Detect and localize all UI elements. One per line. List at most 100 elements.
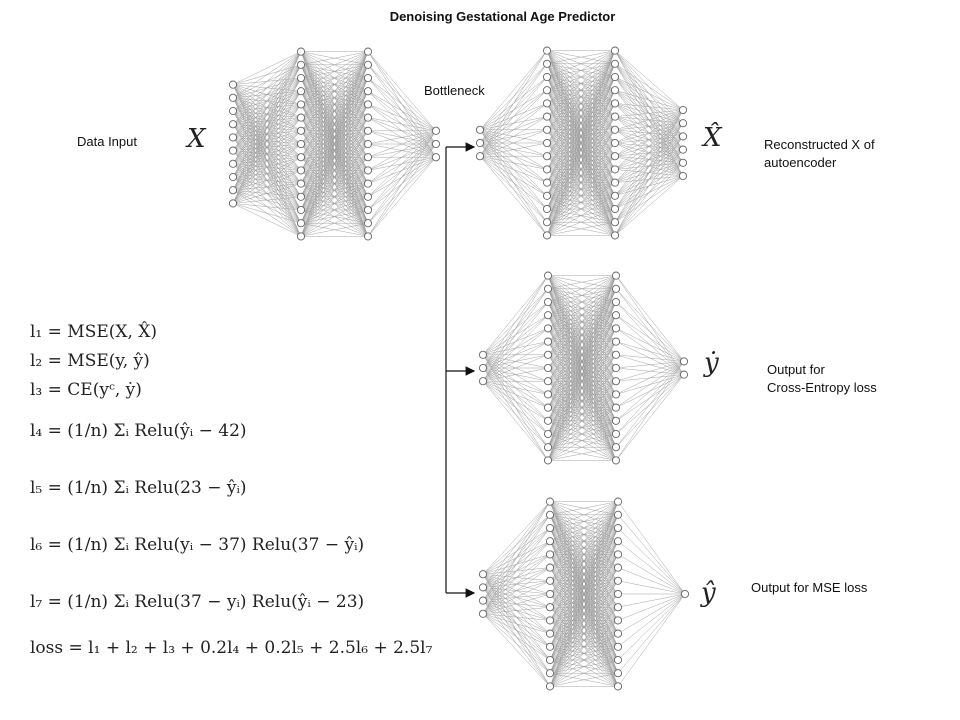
encoder-connection — [300, 51, 369, 158]
ce-head-connection — [482, 381, 549, 435]
decoder-connection — [614, 103, 684, 111]
encoder-connection — [367, 130, 437, 224]
decoder-neuron — [610, 231, 620, 240]
encoder-neuron — [431, 139, 441, 149]
mse-head-neuron — [613, 603, 623, 612]
encoder-neuron — [296, 179, 306, 188]
ce-head-neuron — [478, 363, 488, 373]
mse-head-connection — [482, 593, 551, 615]
mse-head-connection — [617, 593, 686, 647]
ce-label-line1: Output for — [767, 362, 825, 377]
decoder-neuron — [542, 231, 552, 240]
ce-head-neuron — [543, 416, 553, 425]
mse-head-connection — [549, 501, 619, 529]
encoder-connection — [232, 203, 302, 237]
ce-head-neuron — [543, 297, 553, 307]
ce-head-connection — [615, 275, 685, 362]
decoder-connection — [614, 175, 684, 236]
ce-head-connection — [482, 301, 549, 382]
encoder-connection — [367, 117, 437, 132]
reconstructed-label-line2: autoencoder — [764, 155, 837, 170]
mse-head-connection — [549, 501, 619, 687]
mse-head-neuron — [545, 510, 555, 519]
decoder-connection — [479, 76, 548, 157]
encoder-neuron — [296, 100, 306, 109]
mse-head-neuron — [478, 583, 488, 592]
ce-head-connection — [482, 288, 549, 382]
decoder-connection — [479, 142, 548, 157]
ce-head-connection — [547, 446, 617, 461]
encoder-connection — [232, 51, 302, 85]
ce-head-neuron — [478, 350, 488, 359]
encoder-neuron — [363, 232, 373, 241]
mse-head-connection — [482, 514, 551, 614]
encoder-neuron — [296, 73, 306, 83]
mse-head-connection — [482, 613, 551, 648]
encoder-connection — [300, 51, 369, 92]
decoder-connection — [479, 63, 548, 157]
encoder-connection — [232, 51, 302, 138]
diagram-title: Denoising Gestational Age Predictor — [389, 9, 616, 24]
mse-head-connection — [549, 501, 619, 674]
ce-head-connection — [615, 361, 685, 461]
decoder-connection — [479, 155, 548, 183]
mse-head-neuron — [545, 669, 555, 678]
ce-head-connection — [615, 341, 685, 362]
reconstructed-symbol: X̂ — [703, 123, 722, 153]
decoder-neuron — [610, 138, 620, 148]
ce-head-neuron — [543, 284, 553, 293]
ce-head-neuron — [611, 324, 621, 333]
decoder-connection — [479, 155, 548, 170]
decoder-connection — [479, 116, 548, 157]
ce-head-neuron — [543, 311, 553, 320]
mse-head-connection — [482, 580, 551, 615]
decoder-neuron — [610, 178, 620, 187]
encoder-neuron — [363, 153, 373, 162]
decoder-connection — [479, 156, 548, 196]
encoder-connection — [232, 117, 302, 204]
mse-head-connection — [617, 593, 686, 661]
ce-head-connection — [547, 407, 617, 461]
encoder-connection — [232, 143, 302, 204]
ce-head-connection — [547, 275, 617, 316]
encoder-connection — [232, 64, 302, 204]
decoder-connection — [546, 50, 616, 157]
mse-head-neuron — [613, 563, 623, 572]
decoder-connection — [614, 109, 684, 131]
encoder-connection — [367, 130, 437, 158]
mse-head-connection — [482, 501, 551, 575]
mse-head-connection — [617, 514, 686, 595]
ce-head-neuron — [611, 363, 621, 373]
decoder-neuron — [542, 191, 552, 200]
encoder-neuron — [363, 179, 373, 188]
encoder-connection — [300, 157, 369, 237]
mse-head-neuron — [478, 609, 488, 618]
decoder-connection — [479, 156, 548, 236]
mse-head-connection — [617, 527, 686, 595]
decoder-neuron — [678, 132, 688, 141]
ce-head-connection — [482, 380, 549, 395]
encoder-neuron — [296, 47, 306, 56]
decoder-neuron — [610, 86, 620, 95]
ce-head-connection — [547, 288, 617, 461]
decoder-connection — [546, 50, 616, 78]
decoder-neuron — [610, 191, 620, 200]
mse-head-neuron — [613, 589, 623, 599]
equation-l5: l₅ = (1/n) Σᵢ Relu(23 − ŷᵢ) — [30, 478, 247, 498]
ce-head-connection — [482, 381, 549, 461]
decoder-neuron — [678, 119, 688, 128]
decoder-neuron — [542, 152, 552, 161]
decoder-neuron — [610, 125, 620, 134]
equation-l1: l₁ = MSE(X, X̂) — [30, 322, 158, 342]
decoder-connection — [546, 50, 616, 117]
mse-head-connection — [549, 501, 619, 595]
encoder-connection — [300, 51, 369, 145]
ce-head-neuron — [611, 416, 621, 425]
ce-output-symbol: ẏ — [704, 348, 719, 378]
mse-head-neuron — [613, 510, 623, 519]
mse-head-connection — [549, 580, 619, 687]
encoder-connection — [367, 77, 437, 131]
mse-head-connection — [482, 613, 551, 674]
ce-head-connection — [547, 275, 617, 355]
ce-head-connection — [547, 420, 617, 461]
